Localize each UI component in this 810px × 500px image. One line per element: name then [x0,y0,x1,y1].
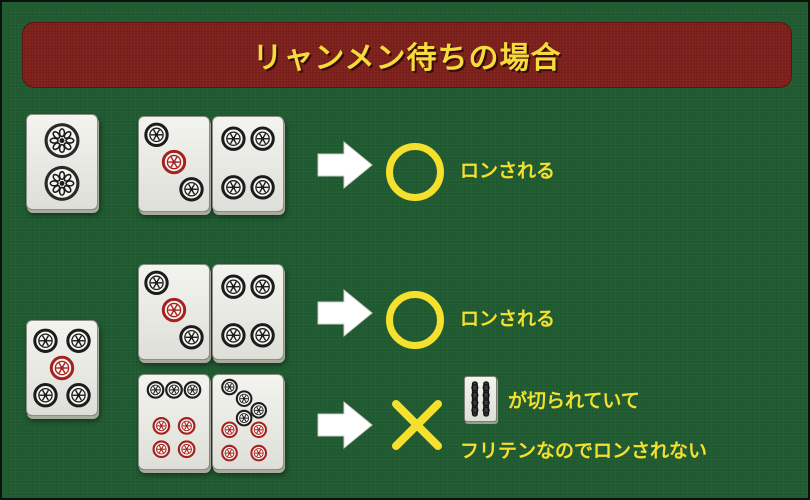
result-text: ロンされる [460,160,556,182]
pin-circle [183,381,202,399]
pin-circle [177,417,196,435]
pin-circle [144,122,169,148]
pin-flower [44,165,80,201]
pin-circle [221,274,246,299]
pin-circle [179,325,204,350]
pin-circle [250,274,275,299]
circle-mark-icon [386,143,444,201]
pin-circle [235,390,253,407]
pin-flower [44,123,80,159]
title-banner: リャンメン待ちの場合 [22,22,792,88]
pin-circle [221,421,238,439]
pin-circle [250,126,275,151]
pin-circle [221,323,246,348]
result-text-line1: が切られていて [508,390,640,412]
pin-circle [221,378,238,396]
pin-circle [221,175,246,200]
hand-tile-3-pin [138,116,210,212]
pin-circle [179,177,204,202]
arrow-right-icon [317,140,373,190]
wait-tile-8-pin [26,114,98,210]
discarded-tile-8-sou [464,376,497,422]
cross-mark-icon [392,400,442,450]
pin-circle [250,444,268,462]
pin-circle [144,270,169,296]
page-title: リャンメン待ちの場合 [252,41,562,76]
pin-circle [177,440,196,459]
pin-circle [66,328,91,353]
pin-circle [161,297,187,323]
result-text: ロンされる [460,308,556,330]
pin-circle [221,444,238,462]
hand-tile-4-pin [212,116,284,212]
hand-tile-4-pin [212,264,284,360]
hand-tile-7-pin [138,374,210,470]
pin-circle [66,383,91,408]
pin-circle [33,328,58,353]
pin-circle [250,323,275,348]
pin-circle [152,440,171,459]
pin-circle [165,381,183,399]
pin-circle [235,409,253,427]
hand-tile-3-pin [138,264,210,360]
pin-circle [49,355,75,381]
circle-mark-icon [386,291,444,349]
pin-circle [250,421,268,439]
result-text-line2: フリテンなのでロンされない [460,440,708,462]
pin-circle [221,126,246,151]
pin-circle [146,381,165,399]
wait-tile-5-pin [26,320,98,416]
pin-circle [33,383,58,408]
arrow-right-icon [317,288,373,338]
pin-circle [161,149,187,175]
hand-tile-8-pin-alt [212,374,284,470]
arrow-right-icon [317,400,373,450]
pin-circle [250,175,275,200]
pin-circle [250,402,268,419]
pin-circle [152,417,171,435]
